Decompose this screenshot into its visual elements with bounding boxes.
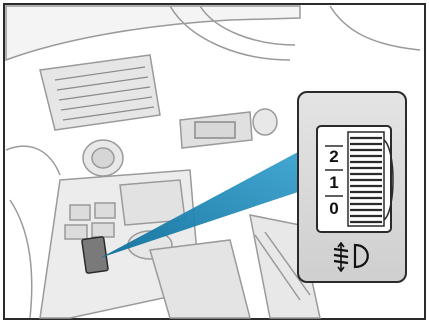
dial-marking-0: 0	[329, 199, 338, 218]
dial-wheel-ribs	[350, 138, 382, 222]
dial-marking-2: 2	[329, 147, 338, 166]
dial-marking-1: 1	[329, 173, 338, 192]
leveling-switch-location	[82, 237, 109, 274]
dial-callout: 2 1 0	[298, 92, 406, 282]
